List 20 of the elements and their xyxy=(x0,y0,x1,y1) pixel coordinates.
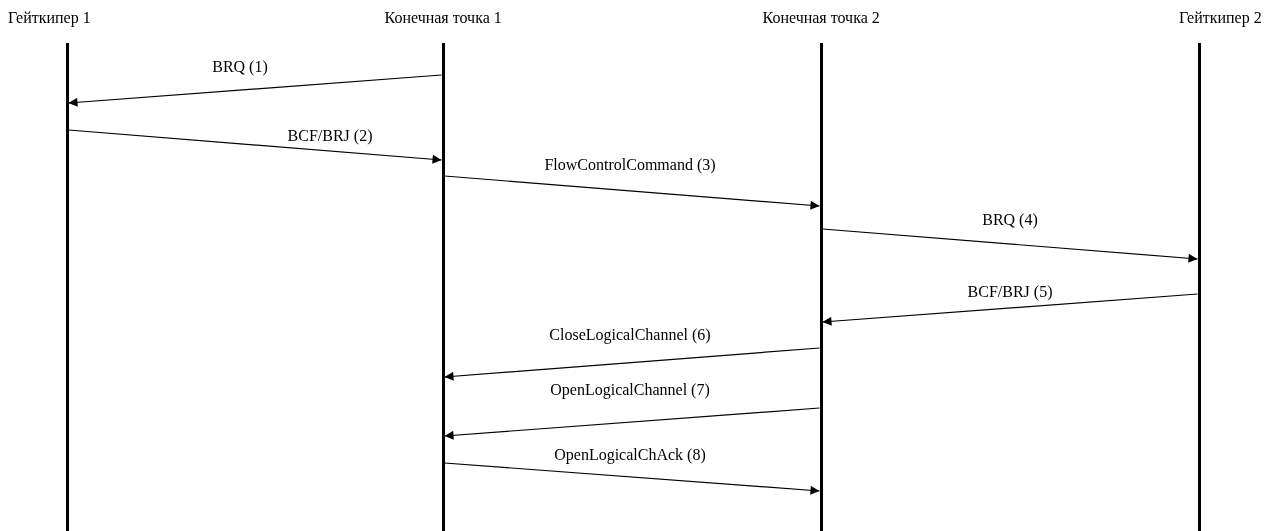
message-label: BRQ (1) xyxy=(212,58,268,76)
lifeline-header: Гейткипер 1 xyxy=(8,9,91,27)
lifeline-header: Конечная точка 1 xyxy=(384,9,502,27)
lifeline-header: Гейткипер 2 xyxy=(1179,9,1262,27)
message-arrow xyxy=(443,347,821,381)
message-label: BCF/BRJ (5) xyxy=(967,283,1053,301)
message-label: BCF/BRJ (2) xyxy=(287,127,373,145)
message-arrow xyxy=(821,293,1199,326)
message-arrow xyxy=(443,407,821,440)
message-arrow xyxy=(67,129,443,164)
message-arrow xyxy=(821,228,1199,263)
message-label: OpenLogicalChannel (7) xyxy=(550,381,710,399)
message-arrow xyxy=(443,175,821,210)
message-label: OpenLogicalChAck (8) xyxy=(554,446,706,464)
message-label: BRQ (4) xyxy=(982,211,1038,229)
lifeline-header: Конечная точка 2 xyxy=(762,9,880,27)
message-arrow xyxy=(67,74,443,107)
message-label: FlowControlCommand (3) xyxy=(544,156,716,174)
message-label: CloseLogicalChannel (6) xyxy=(549,326,711,344)
message-arrow xyxy=(443,462,821,495)
